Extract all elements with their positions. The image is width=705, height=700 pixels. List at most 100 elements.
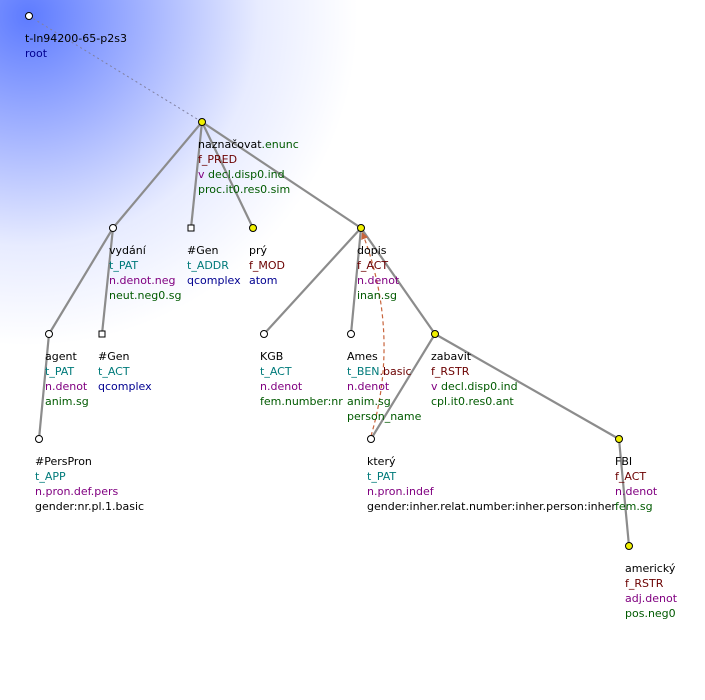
node-label-segment: v [198,168,205,181]
node-label-line: v decl.disp0.ind [198,167,299,182]
node-label-line: zabavit [431,350,472,363]
node-root[interactable] [25,12,33,20]
node-label-line: gender:inher.relat.number:inher.person:i… [367,500,616,513]
node-label-segment: .basic [379,365,412,378]
node-pry[interactable] [249,224,257,232]
node-label-line: n.denot.neg [109,274,176,287]
node-label-line: t_ADDR [187,259,229,272]
node-label-line: t_APP [35,470,66,483]
node-americky[interactable] [625,542,633,550]
node-kgb[interactable] [260,330,268,338]
node-label-line: vydání [109,244,146,257]
edge-agent-perspron [37,333,51,440]
node-label-vydani: vydání t_PAT n.denot.neg neut.neg0.sg [109,243,181,303]
node-perspron[interactable] [35,435,43,443]
node-label-line: n.pron.indef [367,485,434,498]
node-label-perspron: #PersPron t_APP n.pron.def.pers gender:nr.p… [35,454,144,514]
node-label-line: anim.sg [347,395,391,408]
edge-dopis-ames [349,227,363,335]
edge-zabavit-ktery [370,333,436,440]
node-label-line: n.denot [357,274,400,287]
node-label-line: který [367,455,396,468]
node-label-line: f_MOD [249,259,285,272]
edge-vydani-gen_act [100,227,115,335]
node-naznacovat[interactable] [198,118,206,126]
node-fbi[interactable] [615,435,623,443]
node-label-line: f_ACT [357,259,389,272]
node-label-line: americký [625,562,676,575]
node-label-line: #Gen [187,244,219,257]
node-label-line: #PersPron [35,455,92,468]
node-gen_addr[interactable] [187,224,195,232]
node-label-line: t-ln94200-65-p2s3 [25,32,127,45]
node-label-line: n.denot [45,380,88,393]
edge-fbi-americky [617,438,631,547]
node-label-line: n.pron.def.pers [35,485,119,498]
node-label-segment: naznačovat [198,138,262,151]
node-label-line: n.denot [260,380,303,393]
node-label-line: pos.neg0 [625,607,676,620]
node-ktery[interactable] [367,435,375,443]
node-label-segment: v [431,380,438,393]
node-label-line: n.denot [347,380,390,393]
node-label-segment: .enunc [261,138,299,151]
node-label-line: qcomplex [187,274,241,287]
edge-naznacovat-pry [201,121,254,229]
node-ames[interactable] [347,330,355,338]
node-label-line: adj.denot [625,592,678,605]
node-label-line: agent [45,350,77,363]
tree-edges [28,15,631,547]
node-label-line: fem.number:nr [260,395,343,408]
node-label-line: qcomplex [98,380,152,393]
node-label-line: neut.neg0.sg [109,289,182,302]
node-label-line: t_BEN.basic [347,364,421,379]
node-label-line: dopis [357,244,387,257]
node-label-line: fem.sg [615,500,653,513]
edge-root-naznacovat [28,15,203,123]
node-label-line: naznačovat.enunc [198,137,299,152]
node-label-root: t-ln94200-65-p2s3 root [25,31,127,61]
node-label-line: Ames [347,350,378,363]
node-label-segment: t_BEN [347,365,380,378]
node-label-line: cpl.it0.res0.ant [431,395,514,408]
tree-nodes [25,12,633,550]
node-label-line: t_ACT [260,365,292,378]
node-label-ktery: který t_PAT n.pron.indef gender:inher.relat… [367,454,616,514]
node-label-line: person_name [347,410,422,423]
node-label-line: f_RSTR [625,577,664,590]
node-label-line: inan.sg [357,289,397,302]
node-zabavit[interactable] [431,330,439,338]
node-label-line: t_PAT [109,259,139,272]
node-label-americky: americký f_RSTR adj.denot pos.neg0 [625,561,677,621]
node-label-line: FBI [615,455,633,468]
node-vydani[interactable] [109,224,117,232]
node-label-line: proc.it0.res0.sim [198,183,291,196]
edge-naznacovat-gen_addr [189,121,204,229]
edge-zabavit-fbi [434,333,620,440]
node-label-line: gender:nr.pl.1.basic [35,500,145,513]
node-label-line: anim.sg [45,395,89,408]
node-label-line: #Gen [98,350,130,363]
node-label-line: f_RSTR [431,365,470,378]
node-label-line: v decl.disp0.ind [431,379,518,394]
node-label-line: n.denot [615,485,658,498]
node-dopis[interactable] [357,224,365,232]
node-agent[interactable] [45,330,53,338]
edge-naznacovat-dopis [201,121,362,229]
edge-dopis-kgb [263,227,362,335]
node-label-line: prý [249,244,268,257]
node-label-gen_act: #Gen t_ACT qcomplex [98,349,152,394]
node-label-line: t_ACT [98,365,130,378]
node-gen_act[interactable] [98,330,106,338]
node-label-line: t_PAT [367,470,397,483]
node-label-segment: decl.disp0.ind [204,168,285,181]
node-label-line: root [25,47,48,60]
